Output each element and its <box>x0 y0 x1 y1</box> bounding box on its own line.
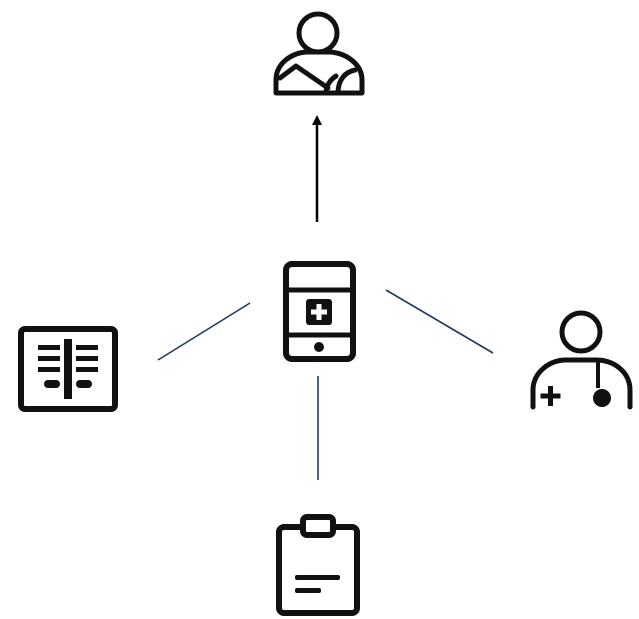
connector-to-xray <box>157 302 251 361</box>
smartphone-medical-icon <box>283 261 356 362</box>
clipboard-icon <box>276 514 360 616</box>
doctor-with-stethoscope-icon <box>530 310 633 410</box>
patient-with-injured-arm-icon <box>273 11 365 96</box>
chest-xray-icon <box>18 326 118 412</box>
connector-to-doctor <box>385 289 494 354</box>
